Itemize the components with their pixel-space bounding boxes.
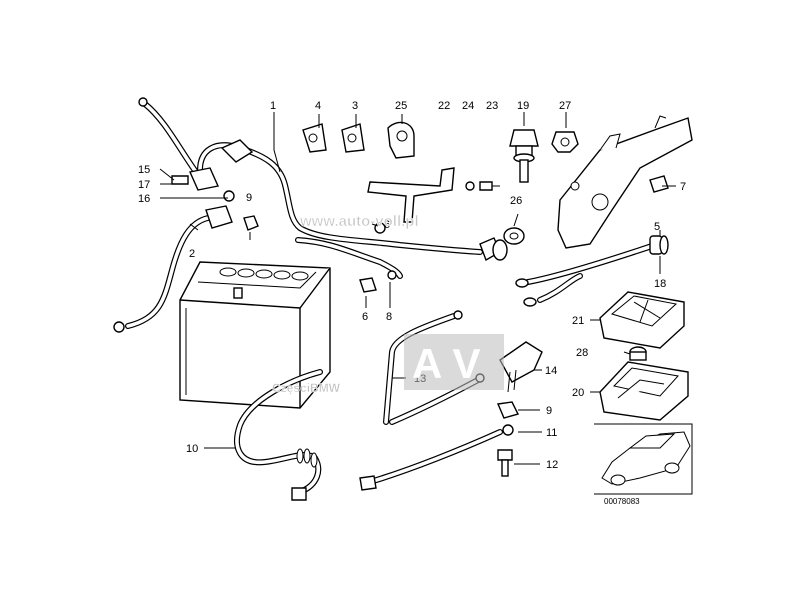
label-23: 23 [486, 100, 498, 112]
label-16: 16 [138, 193, 150, 205]
grommet-8 [387, 270, 397, 280]
label-14: 14 [545, 365, 557, 377]
label-9-lower: 9 [546, 405, 552, 417]
grommet-28 [629, 346, 647, 361]
label-26: 26 [510, 195, 522, 207]
bolt-12 [497, 449, 513, 477]
label-20: 20 [572, 387, 584, 399]
label-10: 10 [186, 443, 198, 455]
label-3: 3 [352, 100, 358, 112]
leader-lines [159, 112, 676, 465]
label-19: 19 [517, 100, 529, 112]
label-4: 4 [315, 100, 321, 112]
watermark: www.auto-voll.pl A V CzęściBMW [272, 213, 504, 395]
bolt-17 [171, 175, 189, 185]
label-1: 1 [270, 100, 276, 112]
upper-wire [138, 97, 219, 191]
ground-strap-11 [359, 424, 514, 491]
label-17: 17 [138, 179, 150, 191]
diagram-reference-code: 00078083 [604, 497, 640, 506]
label-28: 28 [576, 347, 588, 359]
grommet-26 [503, 227, 525, 245]
bracket-22 [367, 167, 500, 223]
label-6-upper: 6 [384, 219, 390, 231]
wire-5 [515, 235, 669, 307]
fuse-bracket [557, 115, 693, 249]
label-21: 21 [572, 315, 584, 327]
nut-16 [223, 190, 235, 202]
clip-3 [341, 123, 365, 153]
label-27: 27 [559, 100, 571, 112]
label-12: 12 [546, 459, 558, 471]
watermark-caption: CzęściBMW [272, 381, 341, 395]
battery-cable-10 [234, 369, 323, 501]
label-6-lower: 6 [362, 311, 368, 323]
watermark-url: www.auto-voll.pl [299, 213, 419, 230]
cable-harness-1 [197, 139, 508, 279]
clip-25 [387, 121, 415, 159]
clip-4 [302, 123, 327, 153]
bolt-19 [509, 129, 539, 183]
label-2: 2 [189, 248, 195, 260]
label-24: 24 [462, 100, 474, 112]
label-25: 25 [395, 100, 407, 112]
cap-7 [649, 175, 669, 193]
nut-6-lower [359, 277, 377, 293]
label-18: 18 [654, 278, 666, 290]
label-8: 8 [386, 311, 392, 323]
fuse-box-20 [599, 361, 689, 421]
label-9-upper: 9 [246, 192, 252, 204]
watermark-logo-box [404, 334, 504, 390]
label-22: 22 [438, 100, 450, 112]
watermark-logo: A V [412, 340, 480, 387]
nut-27 [551, 131, 579, 153]
label-15: 15 [138, 164, 150, 176]
battery [179, 261, 331, 409]
label-7: 7 [680, 181, 686, 193]
car-thumbnail [594, 423, 693, 495]
part-labels: 1 4 3 25 22 24 23 19 27 15 17 16 9 7 26 … [138, 100, 686, 506]
nut-9-upper [243, 215, 259, 231]
nut-9-lower [496, 401, 520, 419]
terminal-14 [499, 341, 543, 393]
cover-21 [599, 291, 685, 349]
label-5: 5 [654, 221, 660, 233]
label-11: 11 [546, 427, 557, 439]
